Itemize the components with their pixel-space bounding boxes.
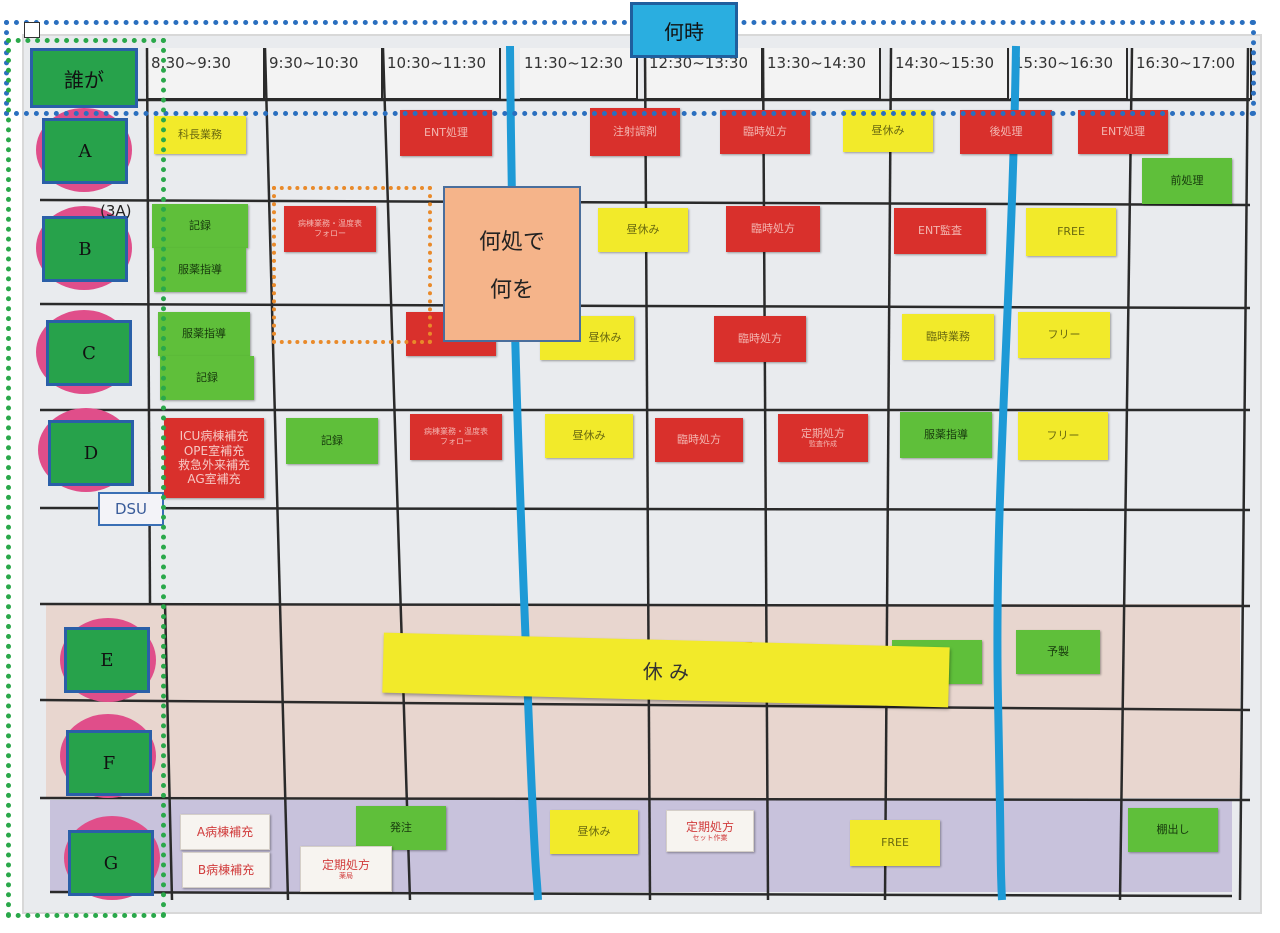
- time-slot-header: 11:30~12:30: [520, 48, 638, 100]
- when-label: 何時: [630, 2, 738, 58]
- person-label-b: B: [42, 216, 128, 282]
- afternoon-line: [993, 45, 1020, 901]
- task-magnet: 定期処方 監査作成: [778, 414, 868, 462]
- where-label: 何処で: [478, 230, 545, 255]
- task-magnet: 臨時処方: [714, 316, 806, 362]
- task-magnet-title: 定期処方: [685, 819, 734, 834]
- who-label: 誰が: [30, 48, 138, 108]
- task-magnet: ENT処理: [1078, 110, 1168, 154]
- time-slot-label: 14:30~15:30: [895, 54, 995, 72]
- time-slot-header: 8:30~9:30: [147, 48, 265, 100]
- where-what-highlight: [272, 186, 432, 344]
- task-magnet: 発注: [356, 806, 446, 850]
- task-magnet: ENT処理: [400, 110, 492, 156]
- time-slot-label: 15:30~16:30: [1014, 54, 1114, 72]
- task-magnet: 記録: [152, 204, 248, 248]
- task-magnet: ICU病棟補充 OPE室補充 救急外来補充 AG室補充: [164, 418, 264, 498]
- task-magnet: B病棟補充: [182, 852, 270, 888]
- person-label-g: G: [68, 830, 154, 896]
- task-magnet: 臨時業務: [902, 314, 994, 360]
- person-label-e: E: [64, 627, 150, 693]
- task-magnet: 昼休み: [545, 414, 633, 458]
- time-slot-header: 10:30~11:30: [383, 48, 501, 100]
- task-magnet: FREE: [1026, 208, 1116, 256]
- task-magnet: 科長業務: [154, 116, 246, 154]
- who-highlight: [6, 38, 166, 918]
- task-magnet: フリー: [1018, 412, 1108, 460]
- task-magnet-sub: 薬局: [339, 872, 353, 880]
- person-label-d: D: [48, 420, 134, 486]
- task-magnet-sub: セット作業: [692, 834, 728, 842]
- task-magnet: 臨時処方: [655, 418, 743, 462]
- task-magnet: 服薬指導: [900, 412, 992, 458]
- time-slot-header: 9:30~10:30: [265, 48, 383, 100]
- time-slot-header: 13:30~14:30: [763, 48, 881, 100]
- task-magnet: 服薬指導: [154, 248, 246, 292]
- time-slot-header: 14:30~15:30: [891, 48, 1009, 100]
- task-magnet: 昼休み: [843, 110, 933, 152]
- task-magnet: 後処理: [960, 110, 1052, 154]
- person-label-c: C: [46, 320, 132, 386]
- task-magnet-title: 定期処方: [801, 427, 845, 441]
- task-magnet: 昼休み: [550, 810, 638, 854]
- row-f-background: [46, 700, 1240, 798]
- task-magnet: 定期処方 セット作業: [666, 810, 754, 852]
- task-magnet: 臨時処方: [720, 110, 810, 154]
- what-label: 何を: [489, 278, 534, 303]
- task-magnet: 病棟業務・温度表 フォロー: [410, 414, 502, 460]
- task-magnet: FREE: [850, 820, 940, 866]
- person-label-f: F: [66, 730, 152, 796]
- task-magnet: 棚出し: [1128, 808, 1218, 852]
- corner-marker-icon: [24, 22, 40, 38]
- task-magnet: 注射調剤: [590, 108, 680, 156]
- task-magnet: フリー: [1018, 312, 1110, 358]
- task-magnet: 臨時処方: [726, 206, 820, 252]
- person-label-a: A: [42, 118, 128, 184]
- task-magnet: 病棟業務・温度表 フォロー: [284, 206, 376, 252]
- team-tag: (3A): [100, 202, 132, 220]
- time-slot-label: 13:30~14:30: [767, 54, 867, 72]
- time-slot-label: 16:30~17:00: [1136, 54, 1236, 72]
- task-magnet: ENT監査: [894, 208, 986, 254]
- task-magnet-title: 定期処方: [321, 857, 370, 872]
- time-slot-label: 9:30~10:30: [269, 54, 359, 72]
- time-slot-label: 12:30~13:30: [649, 54, 749, 72]
- time-slot-label: 10:30~11:30: [387, 54, 487, 72]
- task-magnet: 記録: [286, 418, 378, 464]
- task-magnet: 記録: [160, 356, 254, 400]
- time-slot-label: 8:30~9:30: [151, 54, 231, 72]
- time-slot-label: 11:30~12:30: [524, 54, 624, 72]
- task-magnet: 前処理: [1142, 158, 1232, 204]
- task-magnet: 予製: [1016, 630, 1100, 674]
- time-slot-header: 15:30~16:30: [1010, 48, 1128, 100]
- task-magnet: 服薬指導: [158, 312, 250, 356]
- task-magnet: 昼休み: [598, 208, 688, 252]
- task-magnet: 定期処方 薬局: [300, 846, 392, 892]
- task-magnet: A病棟補充: [180, 814, 270, 850]
- task-magnet-sub: 監査作成: [809, 440, 837, 449]
- where-what-label: 何処で 何を: [443, 186, 581, 342]
